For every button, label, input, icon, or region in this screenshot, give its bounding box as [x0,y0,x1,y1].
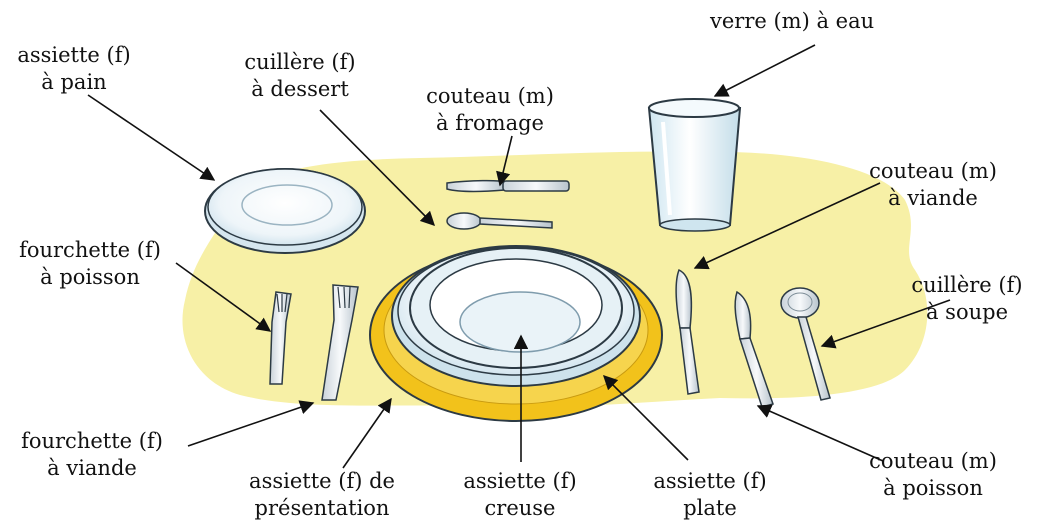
label-cuillere-soupe: cuillère (f) à soupe [911,273,1023,324]
arrow-couteau-poisson [756,404,884,462]
soup-spoon [780,287,831,401]
label-cuillere-dessert: cuillère (f) à dessert [244,50,356,101]
arrow-verre-eau [713,44,816,97]
arrow-fourchette-viande [187,400,315,447]
arrow-cuillere-dessert [319,109,436,227]
arrow-assiette-pain [87,94,216,181]
fish-knife [734,290,774,408]
label-fourchette-viande: fourchette (f) à viande [21,429,163,480]
label-verre-eau: verre (m) à eau [710,9,875,33]
label-couteau-poisson: couteau (m) à poisson [869,449,997,500]
label-assiette-presentation: assiette (f) de présentation [249,469,395,520]
soup-plate [409,247,623,369]
arrow-assiette-plate [602,374,689,461]
fish-fork [269,291,292,385]
water-glass [647,98,742,232]
label-assiette-pain: assiette (f) à pain [17,43,131,94]
dessert-spoon [446,212,553,230]
arrow-couteau-viande [693,182,881,270]
arrow-fourchette-poisson [175,262,272,332]
callout-arrows [87,44,951,469]
meat-fork [321,284,359,401]
label-assiette-plate: assiette (f) plate [653,469,767,520]
arrow-couteau-fromage [496,135,513,187]
label-assiette-creuse: assiette (f) creuse [463,469,577,520]
meat-knife [675,268,700,395]
arrow-assiette-presentation [342,397,392,469]
bread-plate [204,168,366,254]
label-couteau-fromage: couteau (m) à fromage [426,84,554,135]
arrow-cuillere-soupe [820,299,951,349]
label-fourchette-poisson: fourchette (f) à poisson [19,238,161,289]
cheese-knife [446,179,570,193]
label-couteau-viande: couteau (m) à viande [869,159,997,210]
